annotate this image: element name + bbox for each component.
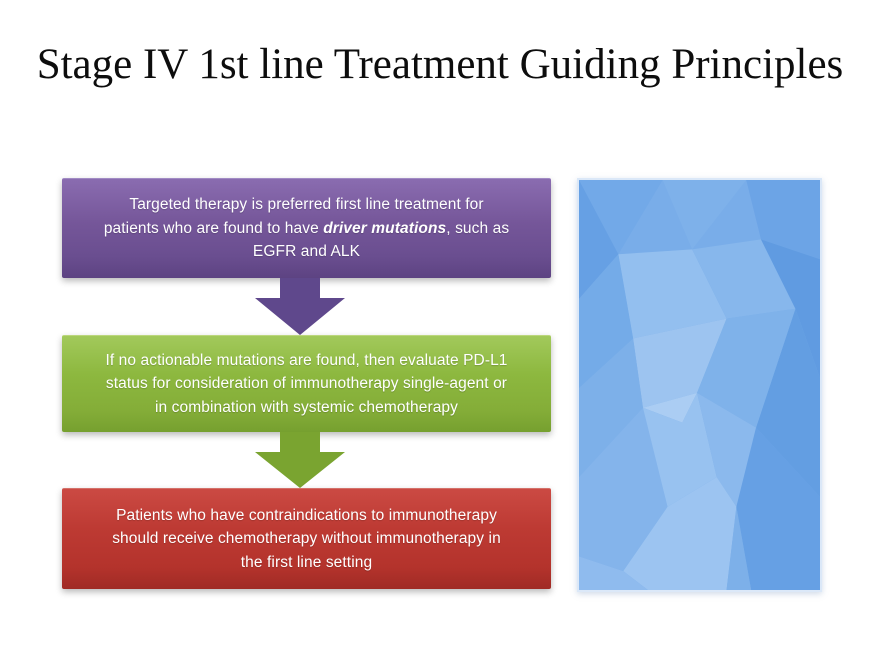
box1-line3: EGFR and ALK	[252, 243, 361, 261]
down-arrow-icon	[255, 278, 345, 335]
pd-l1-text: If no actionable mutations are found, th…	[105, 351, 508, 416]
low-poly-decorative-image	[577, 178, 822, 592]
down-arrow-icon	[255, 432, 345, 488]
treatment-box-targeted-therapy: Targeted therapy is preferred first line…	[62, 178, 551, 278]
treatment-box-chemotherapy: Patients who have contraindications to i…	[62, 488, 551, 589]
targeted-therapy-text: Targeted therapy is preferred first line…	[92, 189, 521, 268]
driver-mutations-emphasis: driver mutations	[323, 219, 447, 237]
down-arrow-shape	[255, 278, 345, 335]
chemotherapy-text: Patients who have contraindications to i…	[112, 506, 501, 571]
slide-title: Stage IV 1st line Treatment Guiding Prin…	[36, 41, 844, 88]
box1-line1: Targeted therapy is preferred first line…	[129, 196, 484, 214]
down-arrow-shape	[255, 432, 345, 488]
box1-line2-post: , such as	[446, 219, 510, 237]
low-poly-artwork	[579, 180, 820, 590]
treatment-box-pd-l1: If no actionable mutations are found, th…	[62, 335, 551, 432]
box1-line2-pre: patients who are found to have	[103, 219, 324, 237]
